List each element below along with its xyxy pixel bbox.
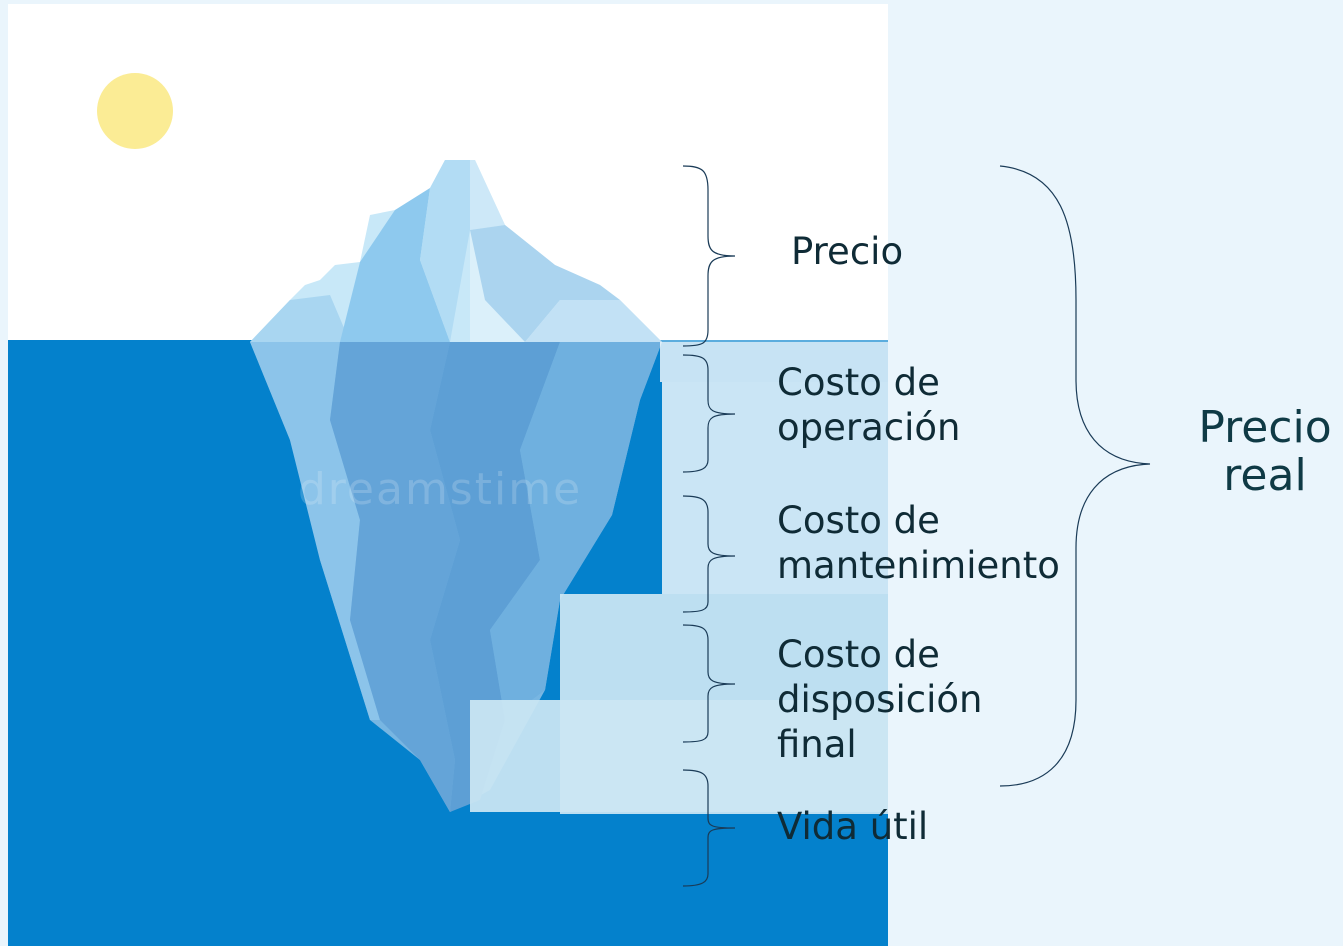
iceberg-underwater [250, 342, 662, 812]
bracket-disposicion [682, 624, 736, 743]
watermark: dreamstime [298, 464, 582, 515]
small-brackets [682, 165, 736, 887]
bracket-operacion [682, 354, 736, 473]
band-operacion-top [660, 342, 888, 382]
label-precio-real: Precio real [1198, 402, 1332, 501]
label-costo-disposicion: Costo de disposición final [777, 633, 983, 766]
cost-bands [470, 160, 888, 814]
label-costo-operacion: Costo de operación [777, 361, 961, 449]
band-precio [470, 160, 888, 342]
label-precio: Precio [791, 230, 904, 273]
bracket-precio [682, 165, 736, 347]
bracket-vida-util [682, 769, 736, 887]
band-disposicion [470, 700, 888, 812]
bracket-precio-real [999, 165, 1151, 787]
label-costo-mantenimiento: Costo de mantenimiento [777, 499, 1060, 587]
sun [97, 73, 173, 149]
iceberg-tip [250, 160, 662, 342]
bracket-mantenimiento [682, 495, 736, 613]
band-operacion [662, 382, 888, 594]
label-vida-util: Vida útil [777, 805, 929, 848]
